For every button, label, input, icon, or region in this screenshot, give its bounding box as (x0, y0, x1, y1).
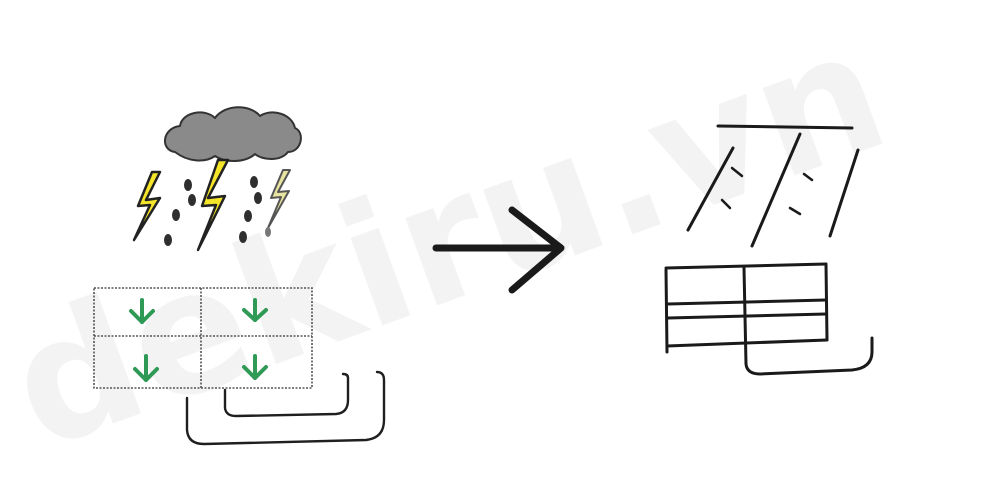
rain-drop-icon (254, 192, 262, 204)
rain-right-stroke (828, 148, 860, 238)
field-right-stroke (824, 262, 829, 342)
rain-drop-icon (265, 227, 271, 237)
field-middle-horizontal (666, 312, 828, 320)
rain-dot (802, 172, 814, 182)
rain-drop-icon (244, 210, 252, 222)
rain-dot (730, 166, 744, 178)
rain-drop-icon (250, 176, 258, 188)
plant-arrows (129, 298, 268, 382)
cloud-shape (164, 106, 302, 162)
lightning-group (132, 158, 291, 252)
rain-drop-icon (172, 209, 180, 221)
rain-drop-icon (188, 194, 196, 206)
right-character (664, 124, 874, 376)
rain-drop-icon (239, 231, 247, 243)
field-left-stroke (664, 268, 669, 354)
rain-drops (164, 176, 271, 246)
lightning-bolt-icon (196, 158, 230, 252)
plant-arrow-icon (242, 298, 268, 322)
rain-top-stroke (716, 124, 854, 130)
rain-dot (788, 206, 802, 216)
watermark-text: dekiru.vn (0, 0, 909, 489)
rain-radical (686, 124, 860, 248)
tail-hook (742, 266, 874, 376)
hook-tail-icon (185, 370, 386, 446)
plant-arrow-icon (242, 354, 268, 380)
field-top-stroke (664, 262, 828, 270)
lightning-bolt-icon (132, 170, 162, 242)
rain-cloud-icon (164, 106, 302, 162)
left-pictograph (93, 106, 386, 446)
field-middle-horizontal (666, 298, 828, 306)
rain-dot (720, 198, 732, 210)
plant-arrow-icon (133, 354, 159, 382)
rain-drop-icon (164, 234, 172, 246)
rain-drop-icon (184, 179, 192, 191)
field-outline (93, 287, 313, 389)
rain-left-stroke (686, 146, 735, 232)
tail-hook-stroke (742, 266, 874, 376)
plant-arrow-icon (129, 298, 155, 324)
rice-field-icon (93, 287, 313, 389)
watermark: dekiru.vn (0, 0, 909, 489)
rain-middle-stroke (750, 132, 802, 248)
inner-hook (223, 372, 350, 418)
outer-hook (185, 370, 386, 446)
right-arrow-icon (432, 206, 565, 294)
lightning-bolt-icon (267, 169, 291, 229)
field-component (664, 262, 829, 354)
